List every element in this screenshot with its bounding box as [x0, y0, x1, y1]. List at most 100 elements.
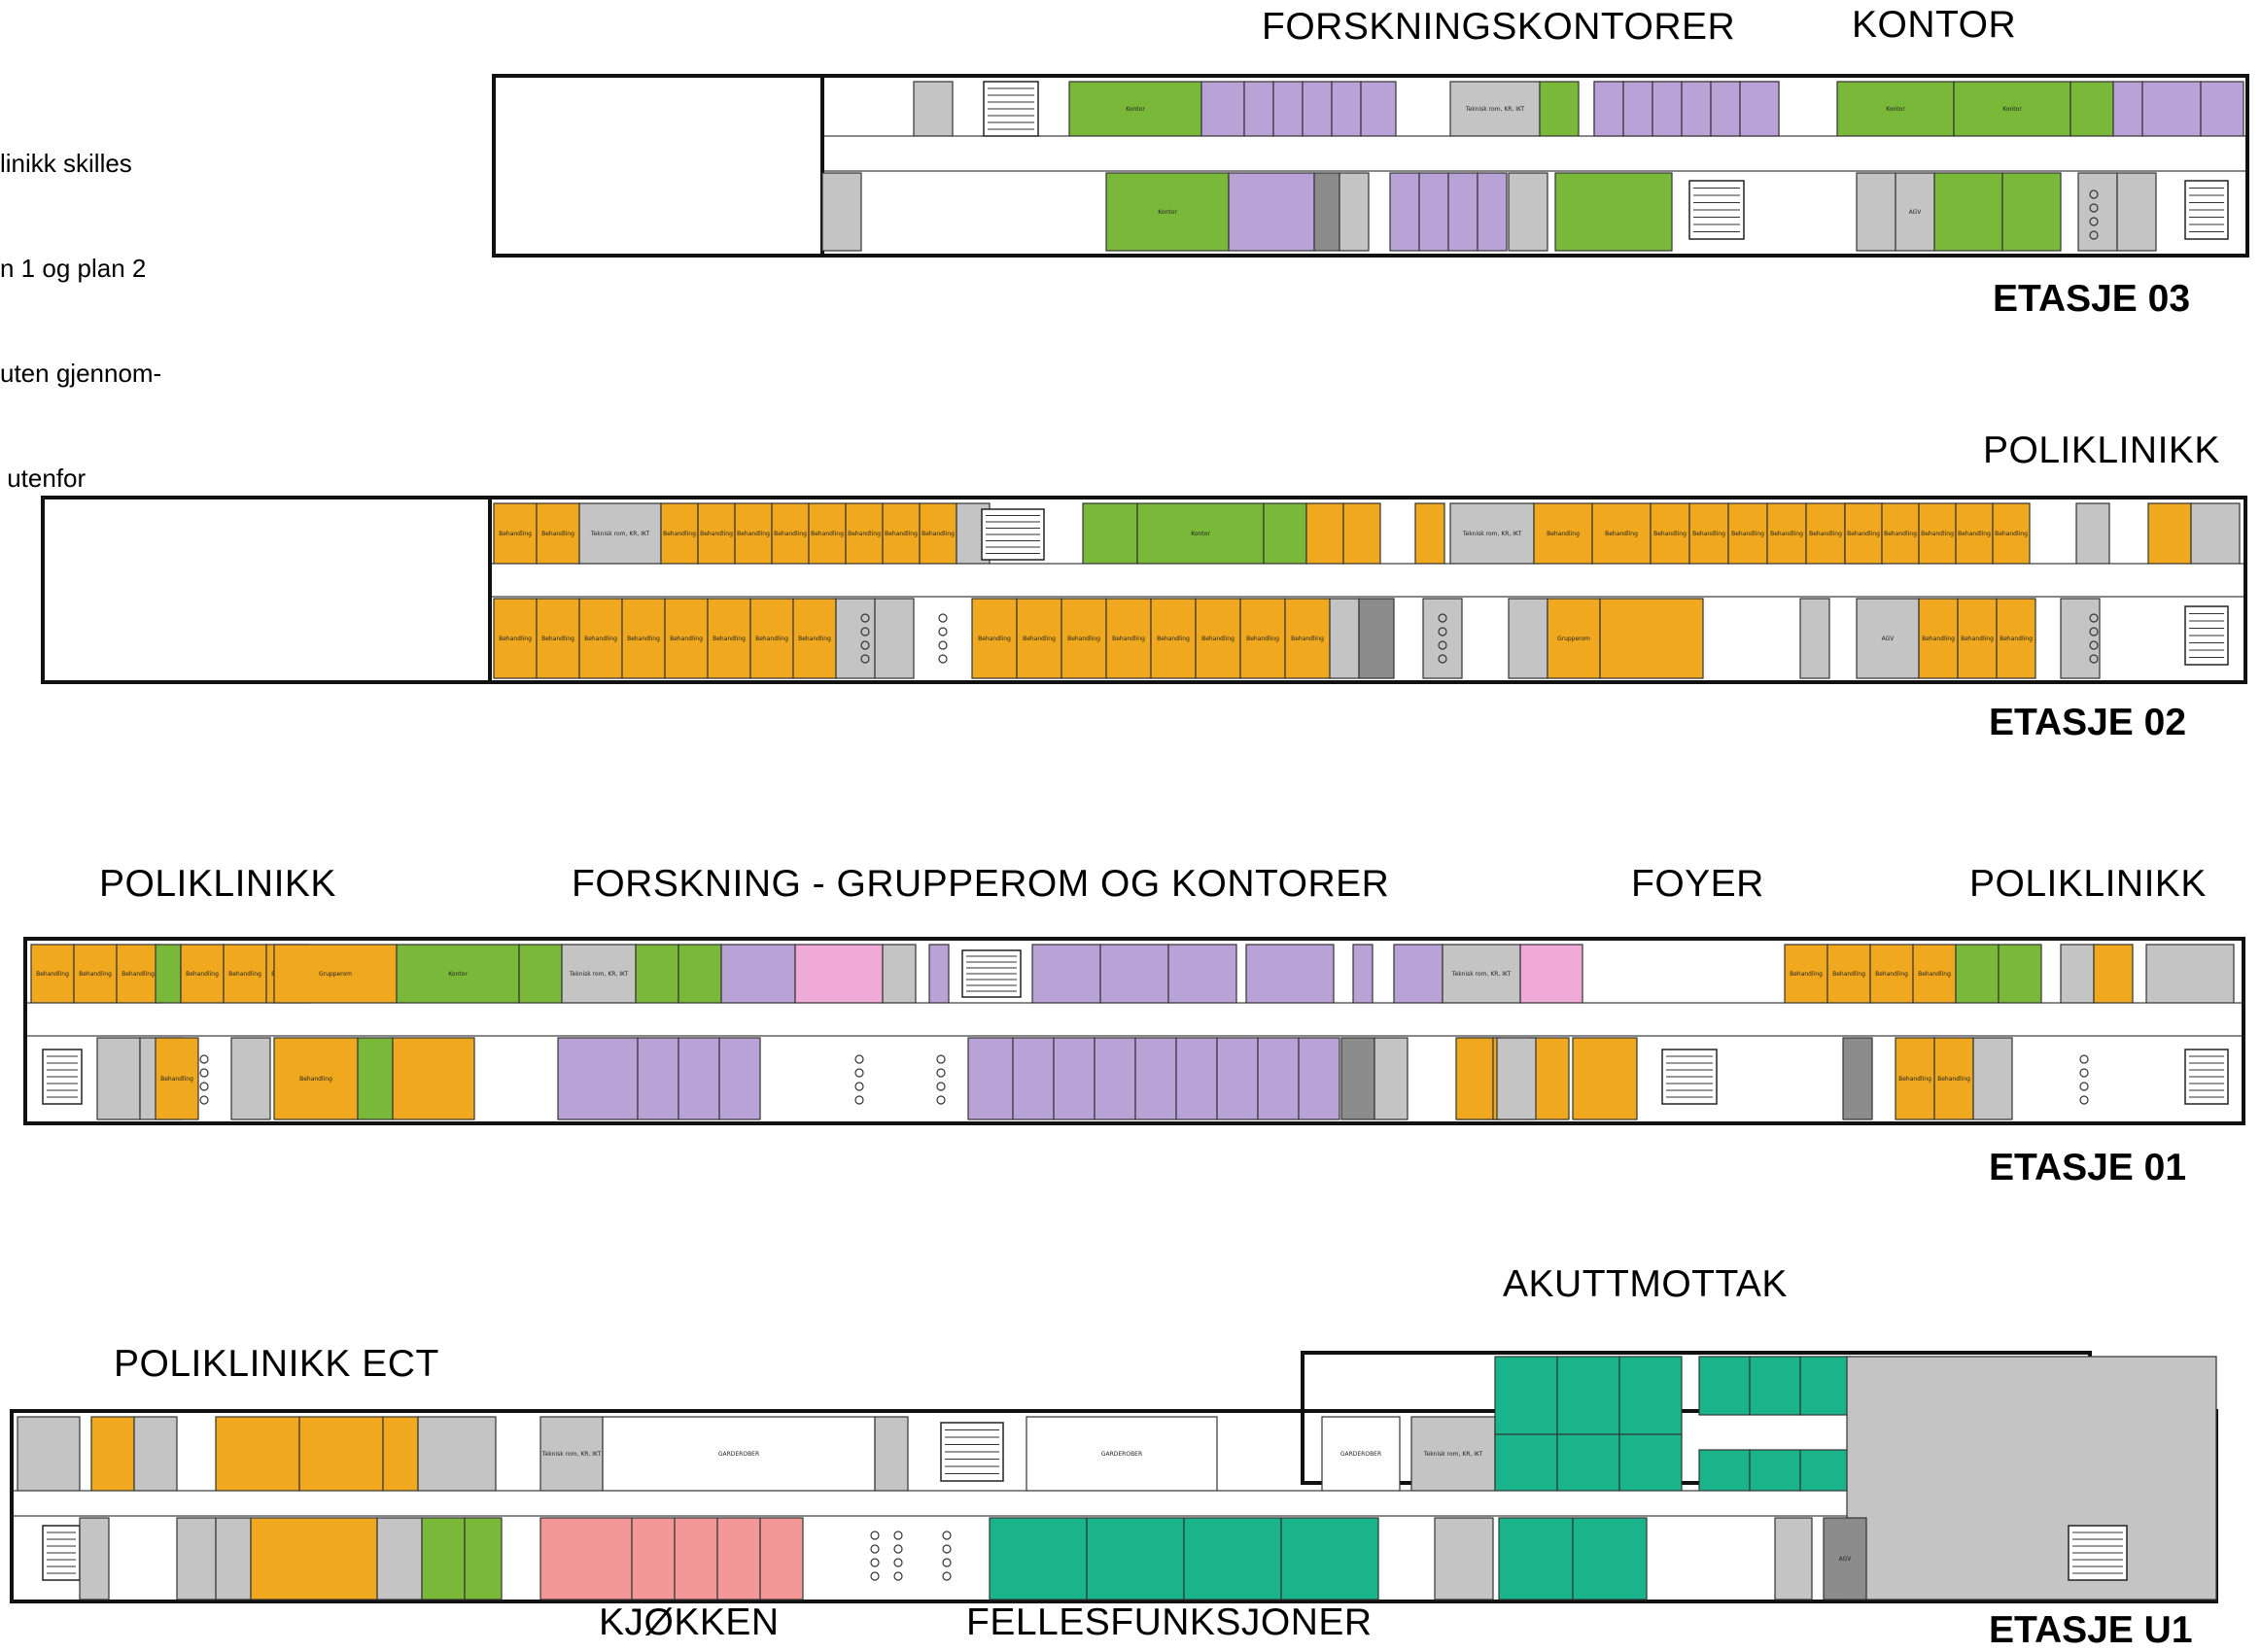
room-01 [720, 944, 796, 1004]
room-03 [1228, 172, 1315, 252]
fixture-icon [893, 1531, 903, 1540]
room-label: Behandling [541, 636, 574, 642]
room-01 [230, 1037, 271, 1120]
room-02 [1195, 598, 1241, 679]
room-label: Behandling [499, 531, 532, 537]
room-03 [1331, 81, 1362, 137]
zone-label-poliklinikk-01-right: POLIKLINIKK [1969, 863, 2207, 905]
room-label: Behandling [663, 531, 696, 537]
room-01 [273, 944, 398, 1004]
room-02 [536, 598, 580, 679]
room-label: Behandling [848, 531, 881, 537]
room-02 [1533, 502, 1593, 565]
room-u1 [133, 1416, 178, 1492]
room-03 [1895, 172, 1935, 252]
room-02 [2190, 502, 2241, 565]
fixture-icon [893, 1544, 903, 1554]
room-u1 [1556, 1356, 1620, 1439]
room-01 [1895, 1037, 1935, 1120]
room-u1 [1698, 1356, 1751, 1416]
zone-label-kontor: KONTOR [1852, 4, 2017, 46]
room-03 [1302, 81, 1333, 137]
room-01 [155, 1037, 199, 1120]
room-u1 [1498, 1517, 1574, 1600]
room-label: Behandling [978, 636, 1011, 642]
zone-label-poliklinikk-01-left: POLIKLINIKK [99, 863, 336, 905]
fixture-icon [936, 1054, 946, 1064]
room-label: Behandling [627, 636, 660, 642]
room-03 [1360, 81, 1397, 137]
fixture-icon [860, 613, 870, 623]
room-02 [1805, 502, 1846, 565]
room-label: Kontor [448, 971, 468, 978]
room-01 [1245, 944, 1335, 1004]
room-01 [794, 944, 884, 1004]
room-label: Teknisk rom, KR, IKT [1451, 971, 1512, 978]
room-label: Behandling [541, 531, 574, 537]
room-label: Behandling [1605, 531, 1638, 537]
annex-outline-02 [41, 496, 492, 684]
room-label: Behandling [811, 531, 844, 537]
room-u1 [1799, 1356, 1852, 1416]
room-01 [1529, 1037, 1570, 1120]
room-01 [1998, 944, 2042, 1004]
fixture-icon [2089, 640, 2099, 650]
fixture-icon [1438, 640, 1447, 650]
room-02 [578, 598, 623, 679]
room-01 [1340, 1037, 1375, 1120]
room-01 [1175, 1037, 1218, 1120]
room-02 [1082, 502, 1138, 565]
room-02 [1881, 502, 1920, 565]
room-02 [1996, 598, 2036, 679]
fixture-icon [2089, 627, 2099, 637]
fixture-icon [199, 1082, 209, 1091]
room-u1 [716, 1517, 761, 1600]
zone-label-forskningskontorer: FORSKNINGSKONTORER [1262, 6, 1736, 48]
room-01 [1842, 1037, 1873, 1120]
room-label: Behandling [1201, 636, 1235, 642]
room-01 [1216, 1037, 1259, 1120]
room-label: Teknisk rom, KR, IKT [1423, 1451, 1483, 1458]
room-02 [1955, 502, 1994, 565]
room-03 [2112, 81, 2143, 137]
fixture-icon [199, 1095, 209, 1105]
room-01 [1519, 944, 1583, 1004]
room-03 [2077, 172, 2118, 252]
room-u1 [417, 1416, 497, 1492]
room-01 [718, 1037, 761, 1120]
room-label: Behandling [160, 1076, 193, 1083]
room-u1 [1823, 1517, 1867, 1600]
room-u1 [674, 1517, 718, 1600]
floor-title-03: ETASJE 03 [1993, 278, 2191, 320]
room-01 [1094, 1037, 1136, 1120]
fixture-icon [2089, 613, 2099, 623]
room-label: Behandling [798, 636, 831, 642]
room-02 [1422, 598, 1463, 679]
room-03 [1200, 81, 1245, 137]
room-label: Behandling [1922, 636, 1955, 642]
room-02 [1061, 598, 1107, 679]
room-label: Behandling [1692, 531, 1725, 537]
room-01 [357, 1037, 394, 1120]
room-03 [1739, 81, 1780, 137]
fixture-icon [2079, 1068, 2089, 1078]
fixture-icon [2089, 203, 2099, 213]
zone-label-poliklinikk-02: POLIKLINIKK [1983, 430, 2220, 471]
room-03 [1710, 81, 1741, 137]
room-01 [180, 944, 225, 1004]
room-01 [1955, 944, 2000, 1004]
room-label: GARDEROBER [1101, 1451, 1142, 1458]
fixture-icon [2089, 230, 2099, 240]
room-01 [561, 944, 637, 1004]
room-01 [1784, 944, 1828, 1004]
room-u1 [1799, 1449, 1852, 1492]
room-label: Kontor [1886, 106, 1905, 113]
room-02 [835, 598, 876, 679]
fixture-icon [854, 1082, 864, 1091]
room-u1 [539, 1517, 633, 1600]
room-label: Behandling [1653, 531, 1687, 537]
room-label: Behandling [670, 636, 703, 642]
fixture-icon [2089, 654, 2099, 664]
room-02 [1844, 502, 1883, 565]
room-label: Behandling [1112, 636, 1145, 642]
